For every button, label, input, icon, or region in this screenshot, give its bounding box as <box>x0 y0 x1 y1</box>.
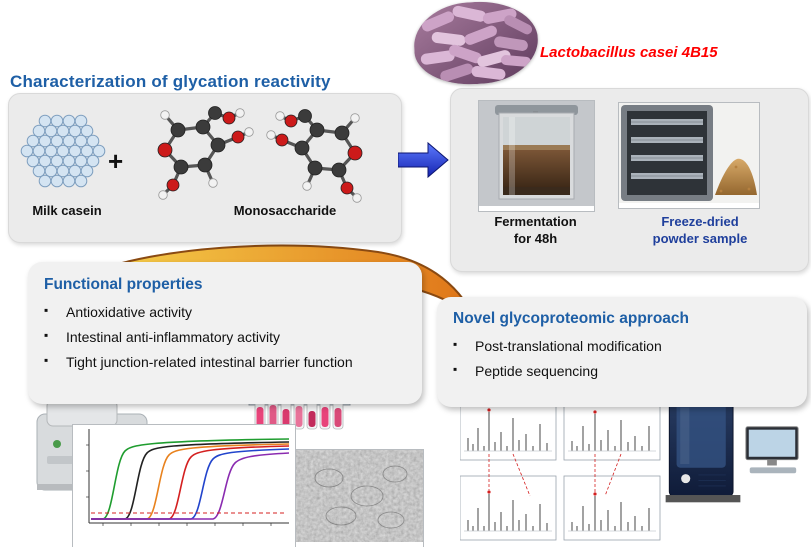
functional-properties-panel: Functional properties Antioxidative acti… <box>28 262 422 404</box>
fermentation-caption: Fermentation for 48h <box>494 214 577 246</box>
milk-casein-micelle-icon <box>20 112 106 195</box>
mass-spectrometer-photo <box>662 378 744 515</box>
milk-casein-label: Milk casein <box>32 203 102 218</box>
freeze-dried-caption: Freeze-dried powder sample <box>652 214 748 246</box>
monosaccharide-molecule-icon <box>262 107 380 213</box>
bacteria-micrograph <box>411 0 541 88</box>
monosaccharide-molecule-icon <box>140 104 258 210</box>
right-arrow-icon <box>397 140 450 185</box>
glycoproteomic-title: Novel glycoproteomic approach <box>453 310 689 327</box>
workstation-monitor-photo <box>742 424 802 481</box>
glycoproteomic-list: Post-translational modification Peptide … <box>437 337 793 380</box>
strain-label: Lactobacillus casei 4B15 <box>540 44 718 61</box>
qpcr-amplification-chart <box>72 424 296 547</box>
list-item: Antioxidative activity <box>44 303 404 321</box>
glycoproteomic-panel: Novel glycoproteomic approach Post-trans… <box>437 297 807 407</box>
mass-spectra-panels <box>459 395 662 547</box>
list-item: Intestinal anti-inflammatory activity <box>44 328 404 346</box>
list-item: Tight junction-related intestinal barrie… <box>44 353 356 371</box>
cell-micrograph <box>294 449 424 547</box>
functional-properties-title: Functional properties <box>44 276 203 293</box>
section-title-glycation: Characterization of glycation reactivity <box>10 72 331 91</box>
plus-sign: + <box>108 146 124 176</box>
list-item: Peptide sequencing <box>453 362 793 380</box>
fermentation-vessel-photo <box>478 100 595 212</box>
freeze-dryer-photo <box>618 102 760 209</box>
list-item: Post-translational modification <box>453 337 793 355</box>
functional-properties-list: Antioxidative activity Intestinal anti-i… <box>28 303 404 372</box>
monosaccharide-label: Monosaccharide <box>233 203 337 218</box>
